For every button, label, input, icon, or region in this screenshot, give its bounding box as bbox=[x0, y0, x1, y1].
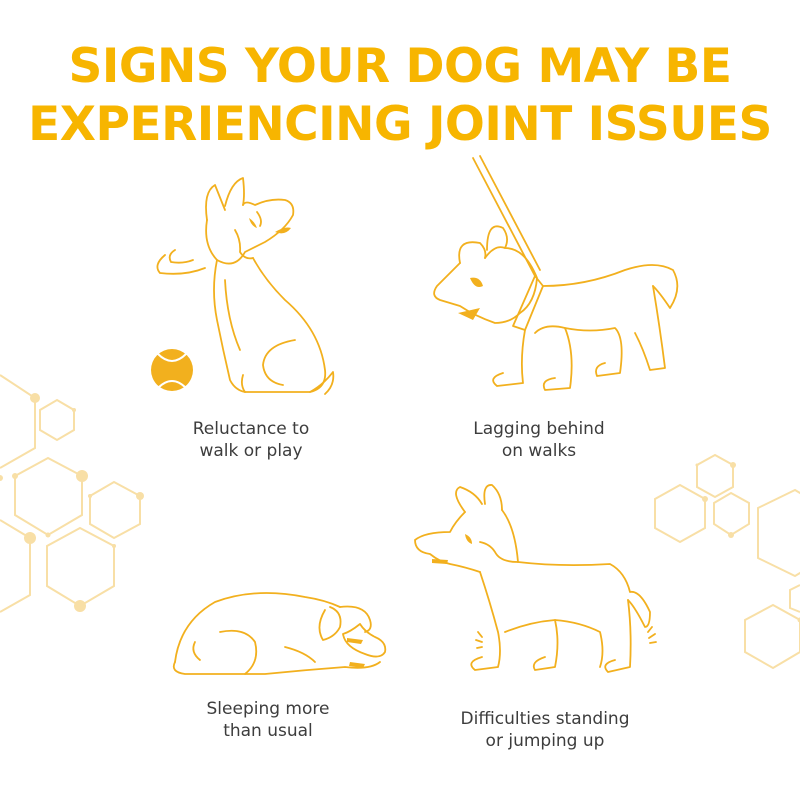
hexagon-pattern-right-icon bbox=[654, 453, 800, 670]
caption-reluctance: Reluctance to walk or play bbox=[192, 419, 310, 461]
caption-sleeping: Sleeping more than usual bbox=[206, 699, 330, 741]
caption-difficulties: Difficulties standing or jumping up bbox=[460, 709, 630, 751]
title-line-2: EXPERIENCING JOINT ISSUES bbox=[28, 97, 772, 152]
caption-lagging: Lagging behind on walks bbox=[473, 419, 605, 461]
tennis-ball-icon bbox=[151, 349, 193, 391]
dog-sleeping-icon bbox=[172, 592, 387, 675]
dog-sitting-with-ball-icon bbox=[156, 177, 335, 395]
title-line-1: SIGNS YOUR DOG MAY BE bbox=[68, 39, 732, 94]
hexagon-pattern-left-icon bbox=[0, 374, 144, 613]
page-title: SIGNS YOUR DOG MAY BE EXPERIENCING JOINT… bbox=[0, 38, 800, 154]
dog-standing-shaky-icon bbox=[414, 484, 657, 673]
dog-on-leash-icon bbox=[433, 155, 679, 391]
